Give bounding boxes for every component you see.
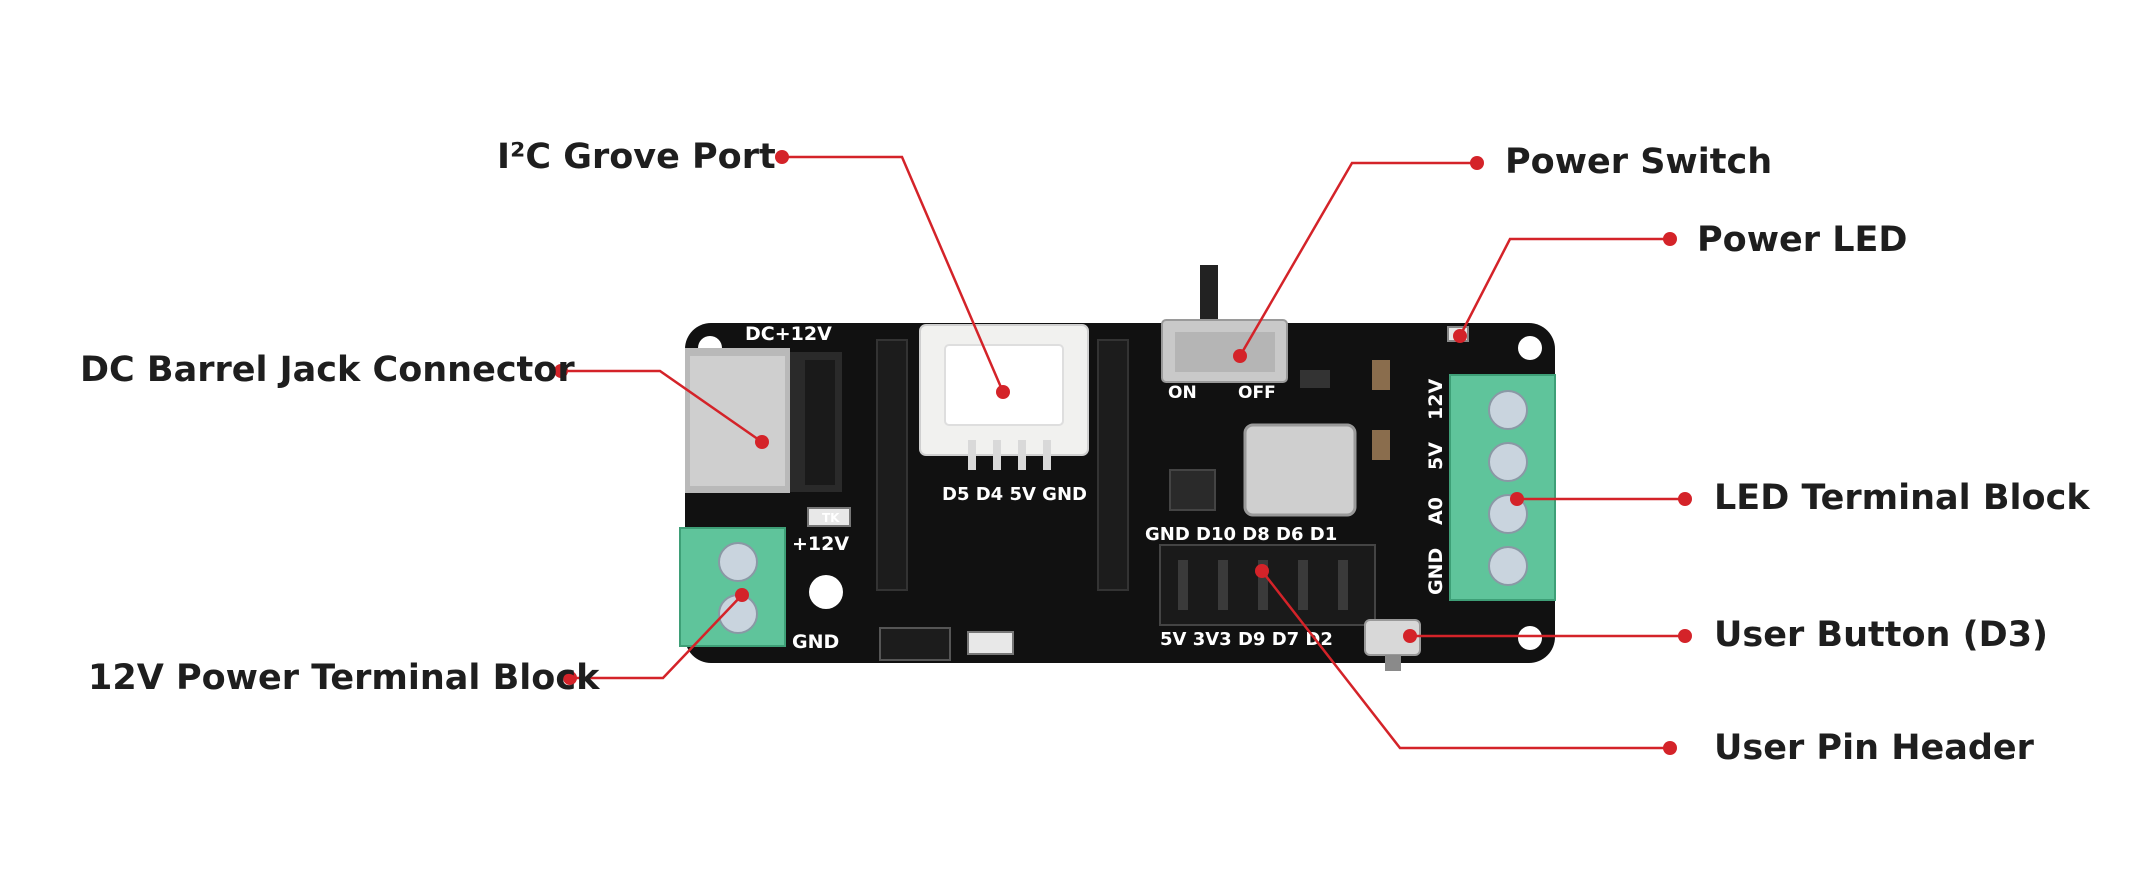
silk-dc-label: DC+12V [745,323,832,345]
power-switch-part [1161,265,1288,383]
smd-led [967,631,1014,655]
silk-gnd-left: GND [792,631,839,653]
leader-dc-jack [561,369,763,444]
leader-power-switch [1238,161,1477,357]
callout-power-terminal: 12V Power Terminal Block [88,658,600,698]
capacitor [1372,430,1390,460]
silk-tk: TK [822,511,840,525]
callout-user-button: User Button (D3) [1714,615,2049,655]
power-terminal-part [679,527,786,647]
smd-part [1300,370,1330,388]
header-rails [876,339,1129,591]
led-terminal-part [1449,374,1556,601]
callout-pin-header: User Pin Header [1714,728,2034,768]
callout-power-led: Power LED [1697,220,1908,260]
silk-on: ON [1168,383,1197,403]
inductor [1243,423,1357,517]
silk-term-12v: 12V [1425,379,1447,420]
silk-term-5v: 5V [1425,442,1447,470]
silk-term-gnd: GND [1425,548,1447,595]
mount-hole [1518,336,1542,360]
smd-part [807,507,851,527]
leader-grove [782,155,1005,393]
capacitor [1372,360,1390,390]
callout-led-terminal: LED Terminal Block [1714,478,2090,518]
leader-power-terminal [570,594,743,680]
leader-dots [554,150,1692,755]
mount-hole [1518,626,1542,650]
silk-term-a0: A0 [1425,497,1447,525]
leader-lines [561,155,1685,750]
user-button-part [1364,619,1421,671]
diode [879,627,951,661]
regulator-chip [1169,469,1216,511]
silk-grove-pins: D5 D4 5V GND [942,484,1087,505]
silk-off: OFF [1238,383,1276,403]
mount-hole [809,575,843,609]
silk-header-bottom: 5V 3V3 D9 D7 D2 [1160,629,1333,650]
silk-header-top: GND D10 D8 D6 D1 [1145,524,1337,545]
dc-barrel-jack [685,348,842,493]
silk-plus12: +12V [792,533,849,555]
callout-grove-port: I²C Grove Port [497,137,776,177]
pin-header-part [1159,544,1376,626]
callout-power-switch: Power Switch [1505,142,1773,182]
leader-pin-header [1261,570,1670,750]
leader-power-led [1458,237,1670,337]
callout-dc-jack: DC Barrel Jack Connector [80,350,575,390]
